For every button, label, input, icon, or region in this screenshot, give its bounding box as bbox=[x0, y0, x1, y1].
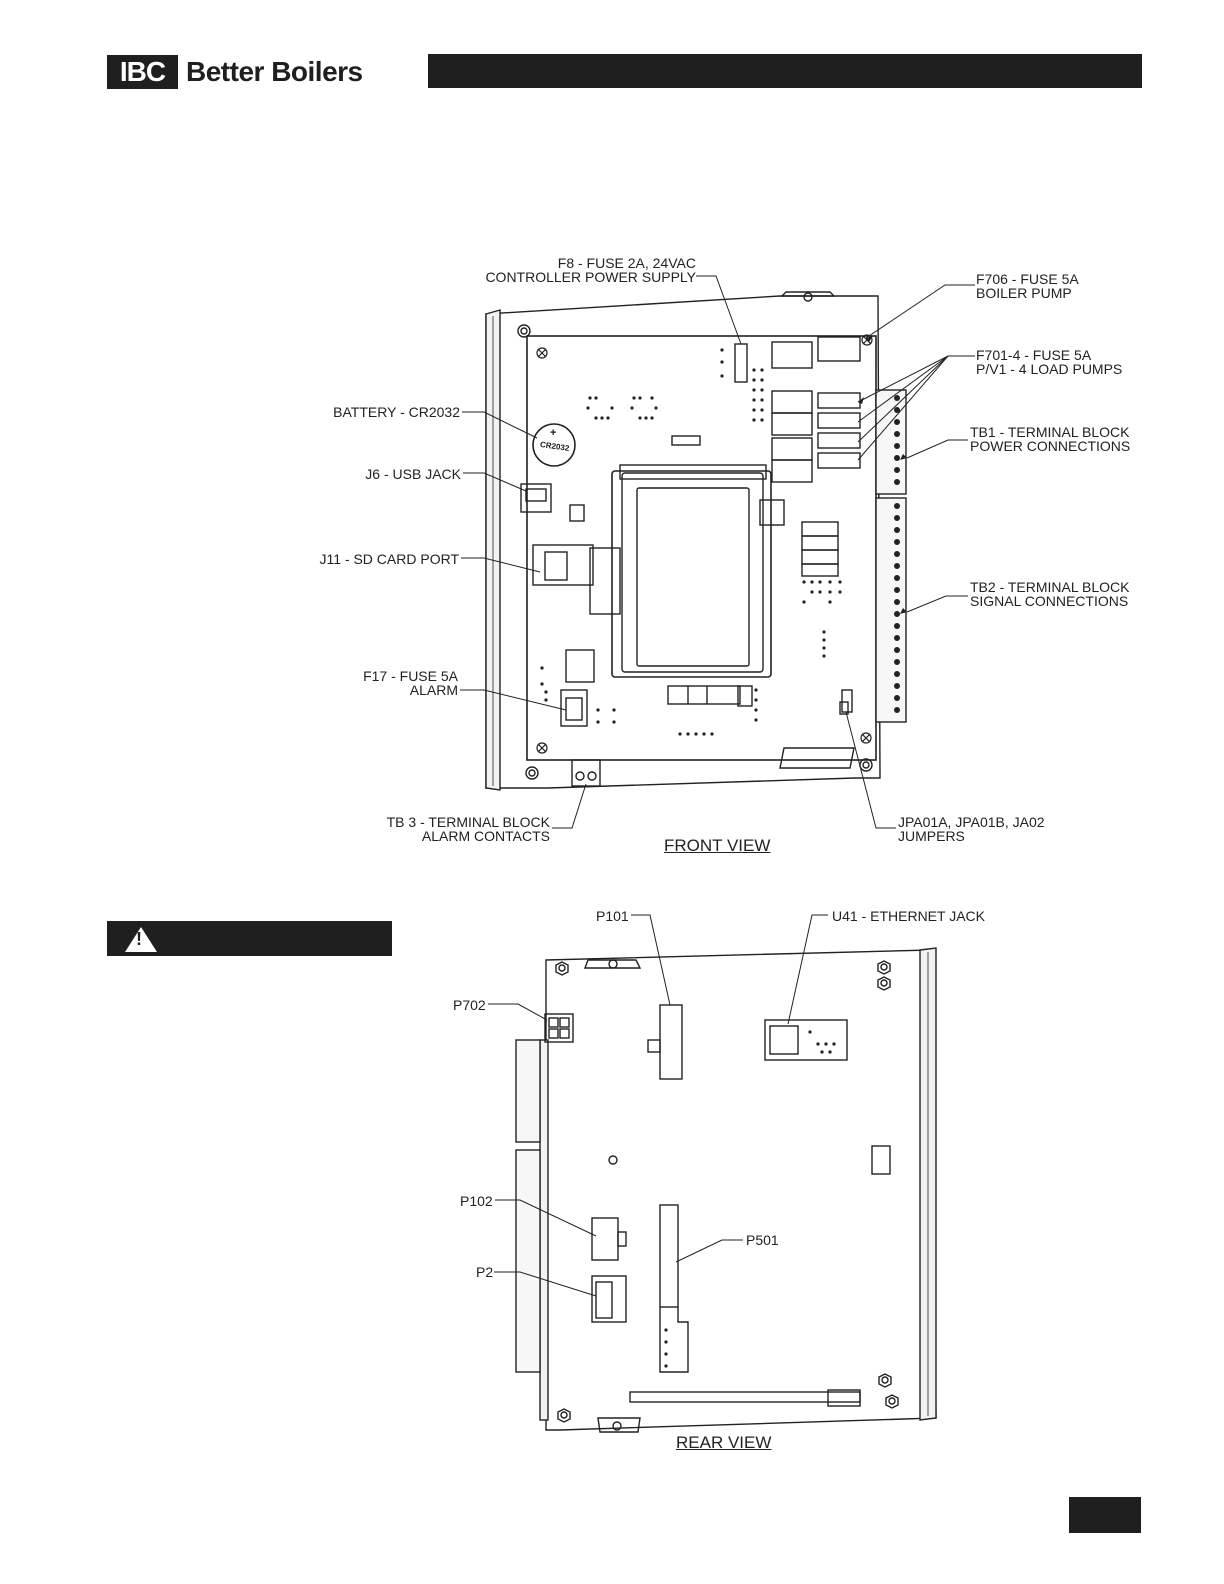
label-p2: P2 bbox=[476, 1264, 494, 1280]
label-j11: J11 - SD CARD PORT bbox=[319, 551, 459, 567]
ibc-logo-mark: IBC bbox=[107, 55, 178, 89]
label-j6: J6 - USB JACK bbox=[365, 466, 461, 482]
front-view-title: FRONT VIEW bbox=[664, 836, 771, 855]
rear-dots bbox=[664, 1030, 836, 1368]
label-tb1: TB1 - TERMINAL BLOCK POWER CONNECTIONS bbox=[970, 424, 1131, 454]
label-f701: F701-4 - FUSE 5A P/V1 - 4 LOAD PUMPS bbox=[976, 347, 1123, 377]
front-dots bbox=[540, 348, 842, 736]
label-f706: F706 - FUSE 5A BOILER PUMP bbox=[976, 271, 1079, 301]
front-view-board bbox=[485, 291, 907, 791]
brand-name: Better Boilers bbox=[186, 56, 363, 87]
label-u41: U41 - ETHERNET JACK bbox=[832, 908, 985, 924]
front-terminal-screws bbox=[894, 395, 900, 713]
warning-symbol: ! bbox=[136, 929, 142, 949]
header-bar bbox=[428, 54, 1142, 88]
warning-bar: ! bbox=[107, 921, 392, 956]
label-p101: P101 bbox=[596, 908, 629, 924]
battery-polarity: + bbox=[550, 427, 557, 439]
rear-view-board bbox=[515, 947, 937, 1433]
label-jpa: JPA01A, JPA01B, JA02 JUMPERS bbox=[898, 814, 1045, 844]
label-battery: BATTERY - CR2032 bbox=[333, 404, 460, 420]
label-f17: F17 - FUSE 5A ALARM bbox=[363, 668, 458, 698]
label-p102: P102 bbox=[460, 1193, 493, 1209]
warning-triangle-icon bbox=[125, 927, 157, 952]
label-f8: F8 - FUSE 2A, 24VAC CONTROLLER POWER SUP… bbox=[485, 255, 696, 285]
label-tb2: TB2 - TERMINAL BLOCK SIGNAL CONNECTIONS bbox=[970, 579, 1130, 609]
label-p702: P702 bbox=[453, 997, 486, 1013]
label-p501: P501 bbox=[746, 1232, 779, 1248]
page-number-tab bbox=[1069, 1497, 1141, 1533]
label-tb3: TB 3 - TERMINAL BLOCK ALARM CONTACTS bbox=[386, 814, 550, 844]
rear-view-title: REAR VIEW bbox=[676, 1433, 772, 1452]
